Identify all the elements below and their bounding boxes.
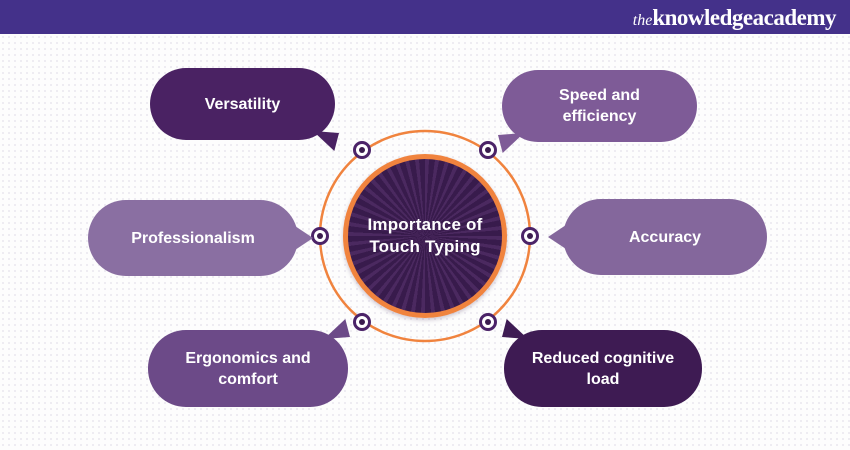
bubble-reduced-cognitive-load: Reduced cognitive load — [504, 330, 702, 407]
connector-node-top-right — [479, 141, 497, 159]
bubble-versatility: Versatility — [150, 68, 335, 140]
bubble-accuracy: Accuracy — [563, 199, 767, 275]
connector-node-top-left — [353, 141, 371, 159]
bubble-professionalism: Professionalism — [88, 200, 298, 276]
bubble-ergonomics-and-comfort: Ergonomics and comfort — [148, 330, 348, 407]
connector-node-bottom-left — [353, 313, 371, 331]
bubble-label: Professionalism — [131, 229, 255, 247]
connector-node-left — [311, 227, 329, 245]
header-banner: theknowledgeacademy — [0, 0, 850, 34]
bubble-label: Reduced cognitive load — [531, 349, 675, 388]
connector-node-bottom-right — [479, 313, 497, 331]
bubble-label: Speed and efficiency — [559, 87, 640, 125]
bubble-label: Versatility — [204, 95, 281, 113]
brand-logo: theknowledgeacademy — [632, 4, 837, 30]
bubble-label: Accuracy — [628, 228, 702, 246]
bubble-label: Ergonomics and comfort — [185, 349, 311, 388]
bubble-speed-and-efficiency: Speed and efficiency — [502, 70, 697, 142]
logo-academy: academy — [752, 4, 837, 30]
center-title-line2: Touch Typing — [369, 237, 481, 256]
logo-knowledge: knowledge — [652, 4, 753, 30]
connector-node-right — [521, 227, 539, 245]
logo-the: the — [632, 11, 653, 29]
center-title-line1: Importance of — [367, 215, 483, 234]
center-circle: Importance of Touch Typing — [343, 154, 507, 318]
